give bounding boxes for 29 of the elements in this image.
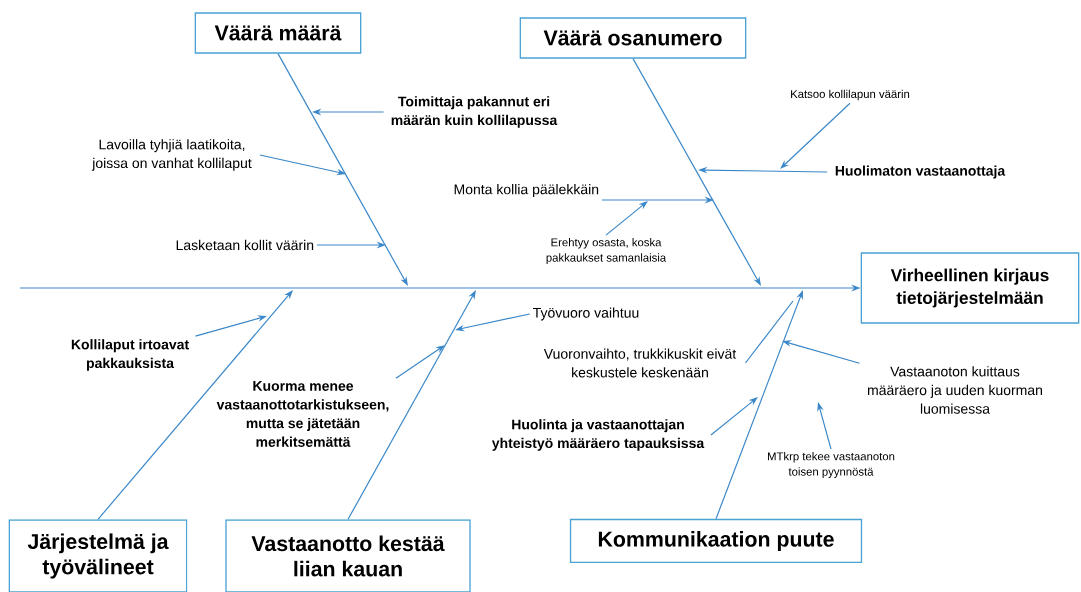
cause-label: Vastaanoton kuittaus määräero ja uuden kuorman luomisessa bbox=[868, 366, 1042, 414]
category-box: Vastaanotto kestää liian kauan bbox=[225, 519, 471, 592]
cause-label: Monta kollia päälekkäin bbox=[454, 184, 599, 198]
category-box: Kommunikaation puute bbox=[569, 518, 863, 564]
bone-arrow bbox=[632, 58, 761, 286]
cause-label: Katsoo kollilapun väärin bbox=[791, 89, 910, 101]
category-box: Väärä määrä bbox=[194, 12, 362, 54]
category-box: Väärä osanumero bbox=[519, 17, 747, 59]
cause-label: Lasketaan kollit väärin bbox=[176, 239, 314, 251]
cause-label: Erehtyy osasta, koska pakkaukset samanlaisia bbox=[546, 238, 667, 264]
cause-label: Huolimaton vastaanottaja bbox=[835, 165, 1006, 179]
cause-arrow bbox=[710, 397, 758, 436]
cause-label: Lavoilla tyhjiä laatikoita, joissa on vanhat kollilaput bbox=[91, 139, 252, 171]
cause-label: Vuoronvaihto, trukkikuskit eivät keskustele keskenään bbox=[543, 348, 737, 378]
bone-arrow bbox=[97, 290, 293, 520]
cause-label: MTkrp tekee vastaanoton toisen pyynnöstä bbox=[768, 452, 895, 478]
cause-label: Työvuoro vaihtuu bbox=[533, 307, 639, 321]
cause-label: Kuorma menee vastaanottotarkistukseen, mutta se jätetään merkitsemättä bbox=[216, 381, 389, 447]
bone-arrow bbox=[277, 53, 408, 286]
cause-arrow bbox=[780, 102, 851, 169]
cause-arrow bbox=[605, 201, 648, 236]
cause-arrow bbox=[395, 345, 445, 379]
effect-box: Virheellinen kirjaus tietojärjestelmään bbox=[860, 252, 1080, 324]
cause-label: Huolinta ja vastaanottajan yhteistyö määräero tapauksissa bbox=[491, 419, 705, 451]
cause-label: Toimittaja pakannut eri määrän kuin kollilapussa bbox=[391, 96, 558, 128]
cause-line bbox=[744, 300, 794, 364]
cause-label: Kollilaput irtoavat pakkauksista bbox=[71, 339, 189, 371]
bone-arrow bbox=[347, 290, 476, 520]
category-box: Järjestelmä ja työvälineet bbox=[8, 519, 188, 592]
